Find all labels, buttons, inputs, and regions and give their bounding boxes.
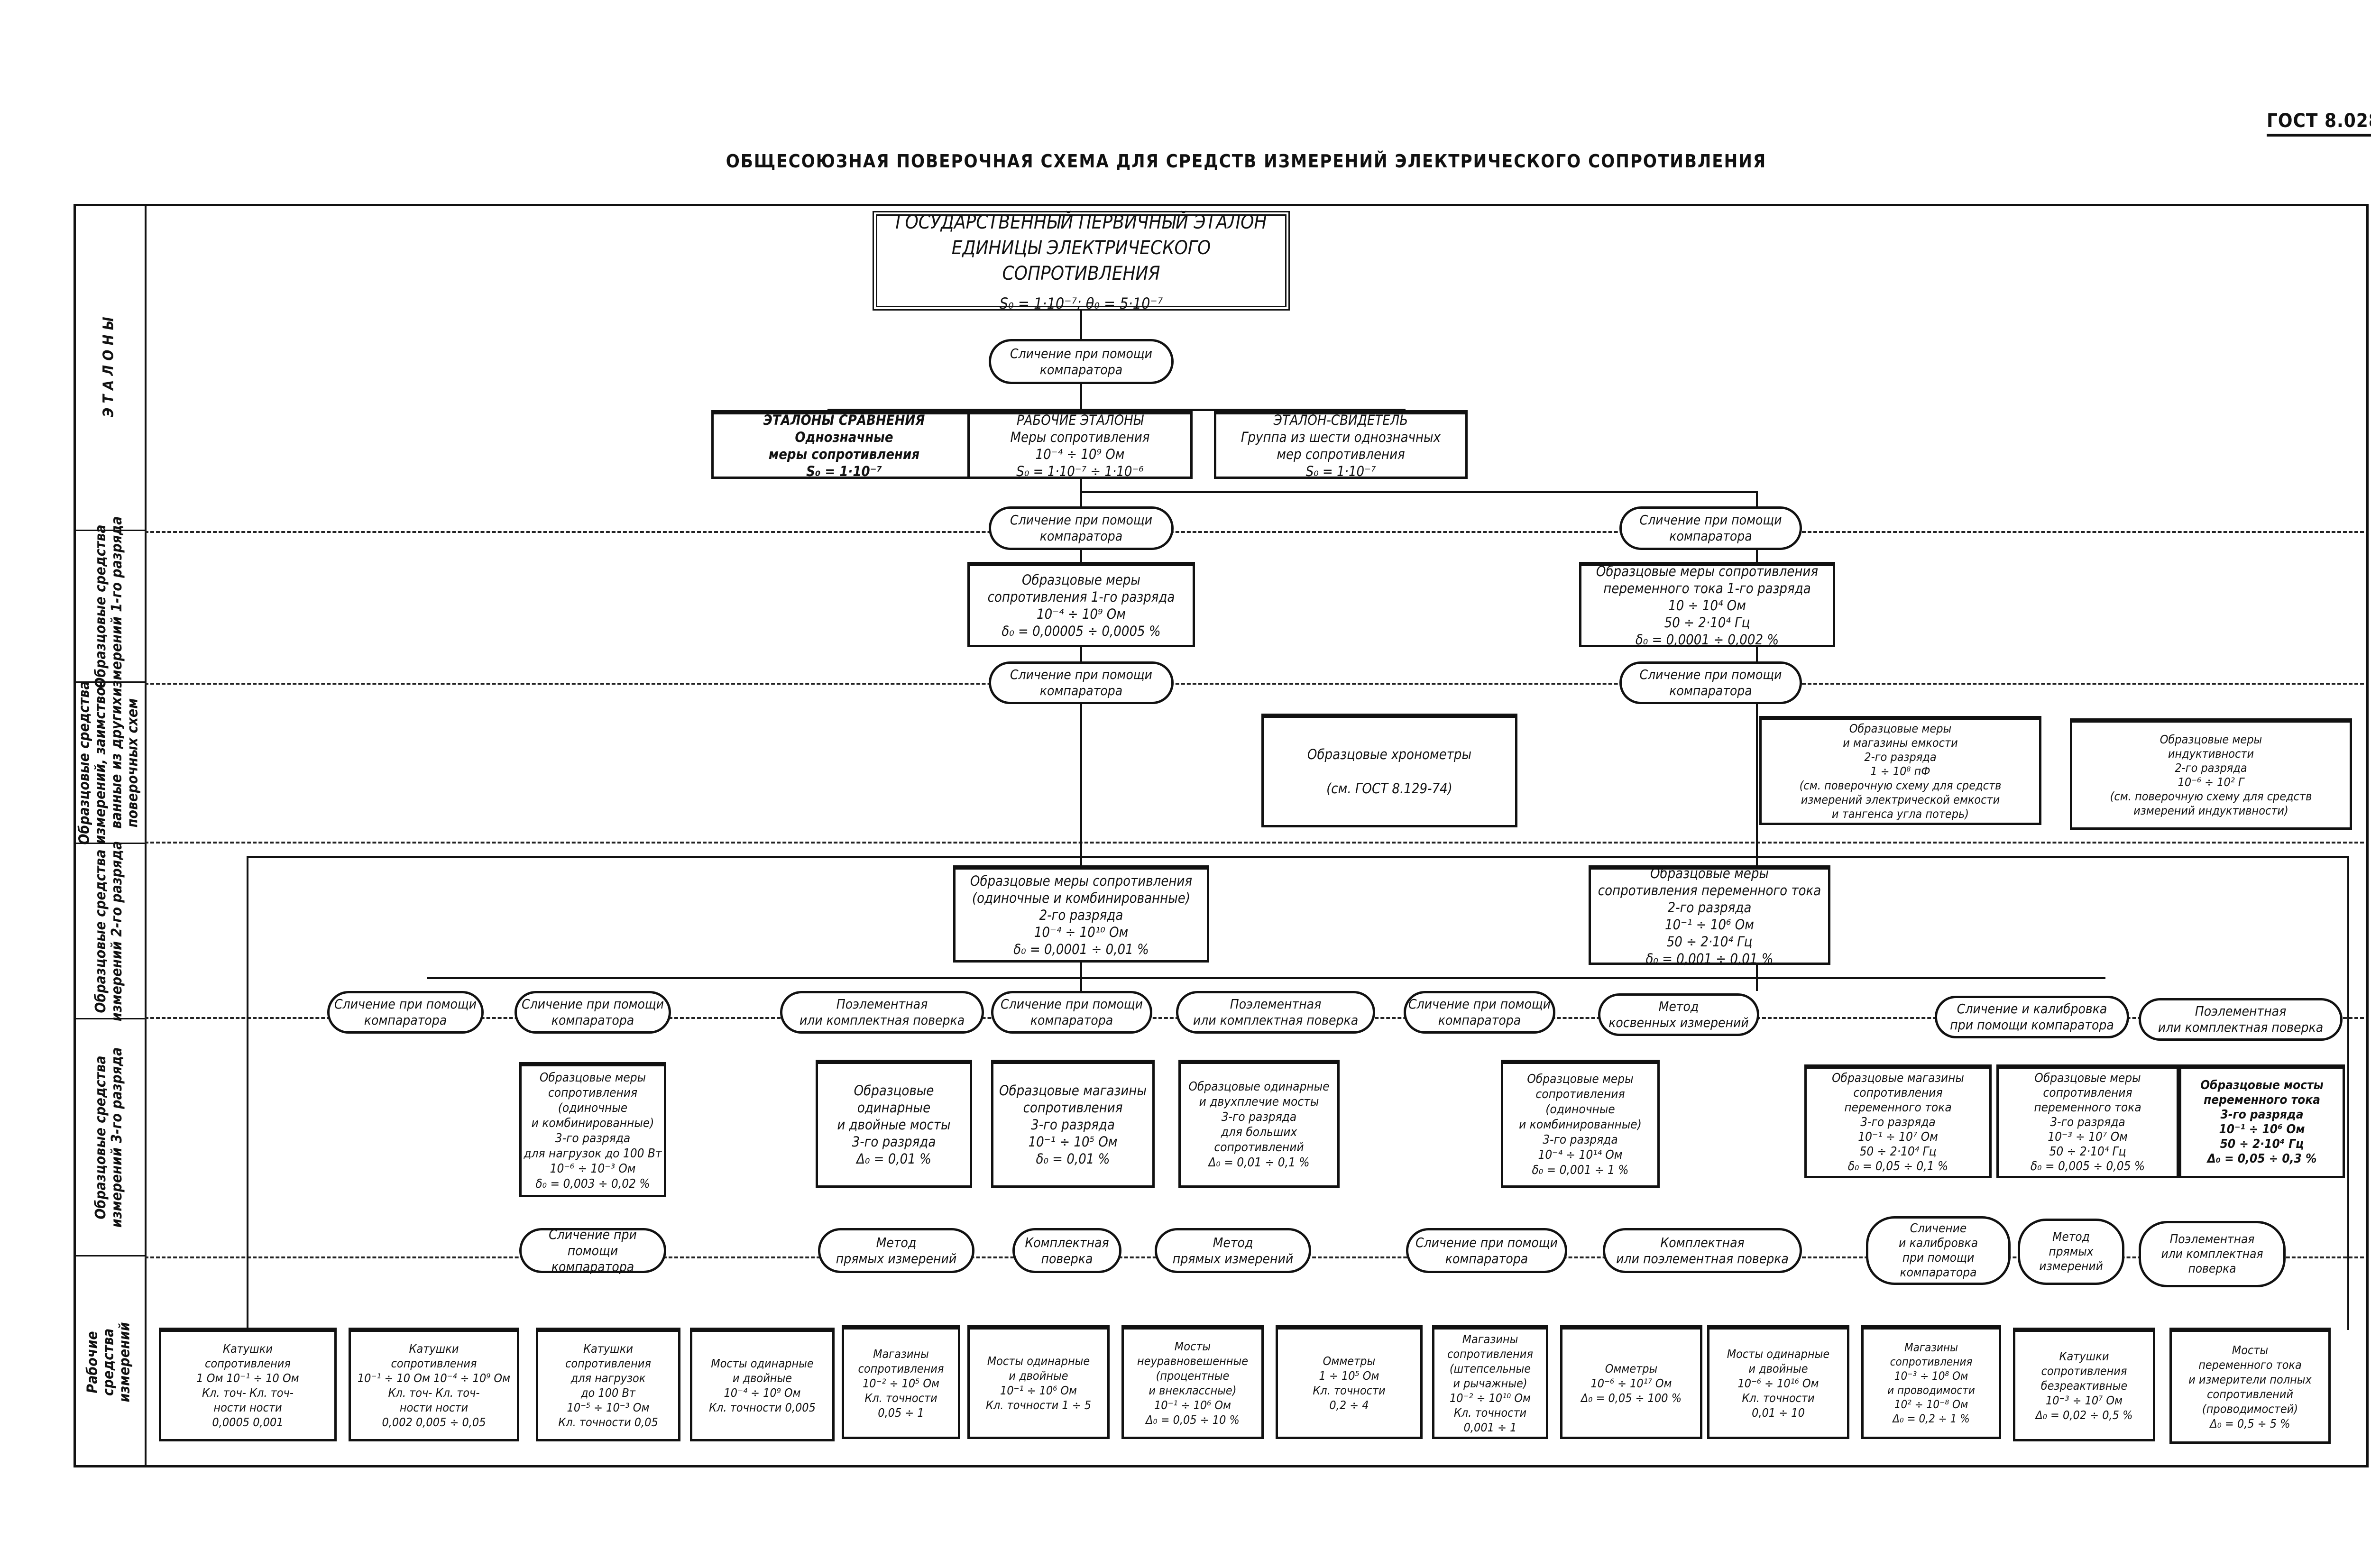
method-element-or-complete[interactable]: Поэлементная или комплектная поверка — [780, 991, 984, 1034]
rank2-dc-measures-box[interactable]: Образцовые меры сопротивления (одиночные… — [953, 865, 1209, 963]
working-ohmmeters-box[interactable]: Омметры 1 ÷ 10⁵ Ом Кл. точности 0,2 ÷ 4 — [1276, 1325, 1423, 1439]
row-label-rank2: Образцовые средства измерений 2-го разря… — [74, 841, 145, 1021]
working-nonreactive-coils-box[interactable]: Катушки сопротивления безреактивные 10⁻³… — [2013, 1328, 2155, 1441]
rank3-ac-measures-box[interactable]: Образцовые меры сопротивления переменног… — [1996, 1064, 2179, 1178]
rank3-ac-boxes-box[interactable]: Образцовые магазины сопротивления переме… — [1804, 1064, 1992, 1178]
connector-line — [1756, 645, 1758, 664]
connector-line — [247, 856, 248, 1330]
connector-line — [1080, 645, 1082, 664]
rank2-ac-measures-box[interactable]: Образцовые меры сопротивления переменног… — [1589, 865, 1830, 967]
primary-etalon-subtitle: ЕДИНИЦЫ ЭЛЕКТРИЧЕСКОГО СОПРОТИВЛЕНИЯ — [951, 237, 1211, 284]
row-divider — [145, 683, 2364, 685]
connector-line — [1080, 377, 1082, 410]
rank3-high-resistance-bridges-box[interactable]: Образцовые одинарные и двухплечие мосты … — [1178, 1060, 1340, 1188]
row-label-borrowed: Образцовые средства измерений, заимство-… — [74, 681, 145, 844]
connector-line — [1756, 704, 1758, 865]
borrowed-chronometers-box[interactable]: Образцовые хронометры (см. ГОСТ 8.129-74… — [1261, 714, 1517, 827]
rank3-combined-measures-box[interactable]: Образцовые меры сопротивления (одиночные… — [1501, 1060, 1660, 1188]
method-indirect[interactable]: Метод косвенных измерений — [1598, 993, 1759, 1036]
page-title: ОБЩЕСОЮЗНАЯ ПОВЕРОЧНАЯ СХЕМА ДЛЯ СРЕДСТВ… — [726, 151, 1767, 172]
connector-line — [1080, 308, 1082, 341]
connector-line — [427, 977, 2105, 979]
method-element-or-complete[interactable]: Поэлементная или комплектная поверка — [2139, 998, 2343, 1041]
rank1-dc-measures-box[interactable]: Образцовые меры сопротивления 1-го разря… — [967, 562, 1195, 647]
connector-line — [1080, 704, 1082, 865]
primary-etalon-title: ГОСУДАРСТВЕННЫЙ ПЕРВИЧНЫЙ ЭТАЛОН — [895, 211, 1267, 233]
method-comparator[interactable]: Сличение при помощи компаратора — [519, 1227, 666, 1275]
working-ohmmeters-box[interactable]: Омметры 10⁻⁶ ÷ 10¹⁷ Ом Δ₀ = 0,05 ÷ 100 % — [1560, 1325, 1702, 1439]
working-plug-boxes-box[interactable]: Магазины сопротивления (штепсельные и ры… — [1432, 1325, 1548, 1439]
connector-line — [1080, 491, 1756, 493]
working-etalons-box[interactable]: РАБОЧИЕ ЭТАЛОНЫ Меры сопротивления 10⁻⁴ … — [967, 410, 1193, 479]
method-comparator[interactable]: Сличение при помощи компаратора — [1619, 661, 1802, 704]
method-calibration-comparator[interactable]: Сличение и калибровка при помощи компара… — [1866, 1216, 2011, 1285]
method-comparator[interactable]: Сличение при помощи компаратора — [1619, 506, 1802, 550]
method-comparator[interactable]: Сличение при помощи компаратора — [1406, 1228, 1567, 1273]
rank3-bridges-box[interactable]: Образцовые одинарные и двойные мосты 3-г… — [816, 1060, 972, 1188]
method-direct[interactable]: Метод прямых измерений — [2018, 1219, 2124, 1285]
connector-line — [2347, 856, 2349, 1330]
method-comparator[interactable]: Сличение при помощи компаратора — [327, 991, 484, 1034]
method-calibration-comparator[interactable]: Сличение и калибровка при помощи компара… — [1935, 996, 2129, 1038]
method-direct[interactable]: Метод прямых измерений — [818, 1228, 974, 1273]
primary-etalon-box[interactable]: ГОСУДАРСТВЕННЫЙ ПЕРВИЧНЫЙ ЭТАЛОН ЕДИНИЦЫ… — [873, 211, 1290, 312]
method-comparator[interactable]: Сличение при помощи компаратора — [989, 506, 1174, 550]
row-divider — [145, 531, 2364, 533]
connector-line — [827, 409, 1404, 411]
method-complete-or-element[interactable]: Комплектная или поэлементная поверка — [1603, 1228, 1802, 1273]
rank3-measures-100w-box[interactable]: Образцовые меры сопротивления (одиночные… — [519, 1062, 666, 1197]
method-comparator[interactable]: Сличение при помощи компаратора — [989, 661, 1174, 704]
rank3-ac-bridges-box[interactable]: Образцовые мосты переменного тока 3-го р… — [2179, 1064, 2345, 1178]
working-bridges-box[interactable]: Мосты одинарные и двойные 10⁻⁴ ÷ 10⁹ Ом … — [690, 1328, 835, 1441]
working-bridges-box[interactable]: Мосты одинарные и двойные 10⁻⁶ ÷ 10¹⁶ Ом… — [1707, 1325, 1849, 1439]
method-direct[interactable]: Метод прямых измерений — [1155, 1228, 1311, 1273]
connector-line — [1756, 548, 1758, 567]
row-label-column — [74, 204, 147, 1467]
row-label-working: Рабочие средства измерений — [84, 1321, 134, 1403]
connector-line — [1080, 548, 1082, 567]
working-coils-100w-box[interactable]: Катушки сопротивления для нагрузок до 10… — [536, 1328, 680, 1441]
connector-line — [1080, 953, 1082, 991]
diagram-frame — [74, 204, 2369, 1467]
row-label-rank3: Образцовые средства измерений 3-го разря… — [74, 1019, 145, 1256]
working-ac-boxes-box[interactable]: Магазины сопротивления 10⁻³ ÷ 10⁸ Ом и п… — [1861, 1325, 2001, 1439]
working-bridges-box[interactable]: Мосты одинарные и двойные 10⁻¹ ÷ 10⁶ Ом … — [967, 1325, 1110, 1439]
borrowed-inductance-box[interactable]: Образцовые меры индуктивности 2-го разря… — [2070, 718, 2352, 830]
etalon-comparison-box[interactable]: ЭТАЛОНЫ СРАВНЕНИЯ Однозначные меры сопро… — [711, 410, 977, 479]
method-comparator[interactable]: Сличение при помощи компаратора — [1404, 991, 1555, 1034]
working-coils-box[interactable]: Катушки сопротивления 1 Ом 10⁻¹ ÷ 10 Ом … — [159, 1328, 337, 1441]
method-comparator[interactable]: Сличение при помощи компаратора — [515, 991, 671, 1034]
document-code: ГОСТ 8.028—75 — [2267, 110, 2371, 137]
working-coils-box[interactable]: Катушки сопротивления 10⁻¹ ÷ 10 Ом 10⁻⁴ … — [349, 1328, 519, 1441]
connector-line — [247, 856, 2347, 858]
working-resistance-boxes-box[interactable]: Магазины сопротивления 10⁻² ÷ 10⁵ Ом Кл.… — [842, 1325, 960, 1439]
method-comparator[interactable]: Сличение при помощи компаратора — [991, 991, 1152, 1034]
connector-line — [1756, 953, 1758, 991]
row-label-etalons: Э Т А Л О Н Ы — [74, 204, 145, 531]
rank1-ac-measures-box[interactable]: Образцовые меры сопротивления переменног… — [1579, 562, 1835, 648]
connector-line — [1756, 491, 1758, 510]
row-label-rank1: Образцовые средства измерений 1-го разря… — [74, 516, 145, 697]
working-ac-bridges-box[interactable]: Мосты переменного тока и измерители полн… — [2169, 1328, 2331, 1444]
borrowed-capacitance-box[interactable]: Образцовые меры и магазины емкости 2-го … — [1759, 716, 2041, 825]
row-divider — [145, 842, 2364, 844]
method-complete[interactable]: Комплектная поверка — [1012, 1228, 1121, 1273]
primary-etalon-values: S₀ = 1·10⁻⁷; θ₀ = 5·10⁻⁷ — [999, 294, 1163, 312]
rank3-resistance-boxes-box[interactable]: Образцовые магазины сопротивления 3-го р… — [991, 1060, 1155, 1188]
method-element-or-complete[interactable]: Поэлементная или комплектная поверка — [1176, 991, 1375, 1034]
witness-etalon-box[interactable]: ЭТАЛОН-СВИДЕТЕЛЬ Группа из шести однозна… — [1214, 410, 1468, 479]
method-element-or-complete[interactable]: Поэлементная или комплектная поверка — [2139, 1221, 2286, 1287]
method-comparator[interactable]: Сличение при помощи компаратора — [989, 339, 1174, 384]
working-unbalanced-bridges-box[interactable]: Мосты неуравновешенные (процентные и вне… — [1121, 1325, 1264, 1439]
